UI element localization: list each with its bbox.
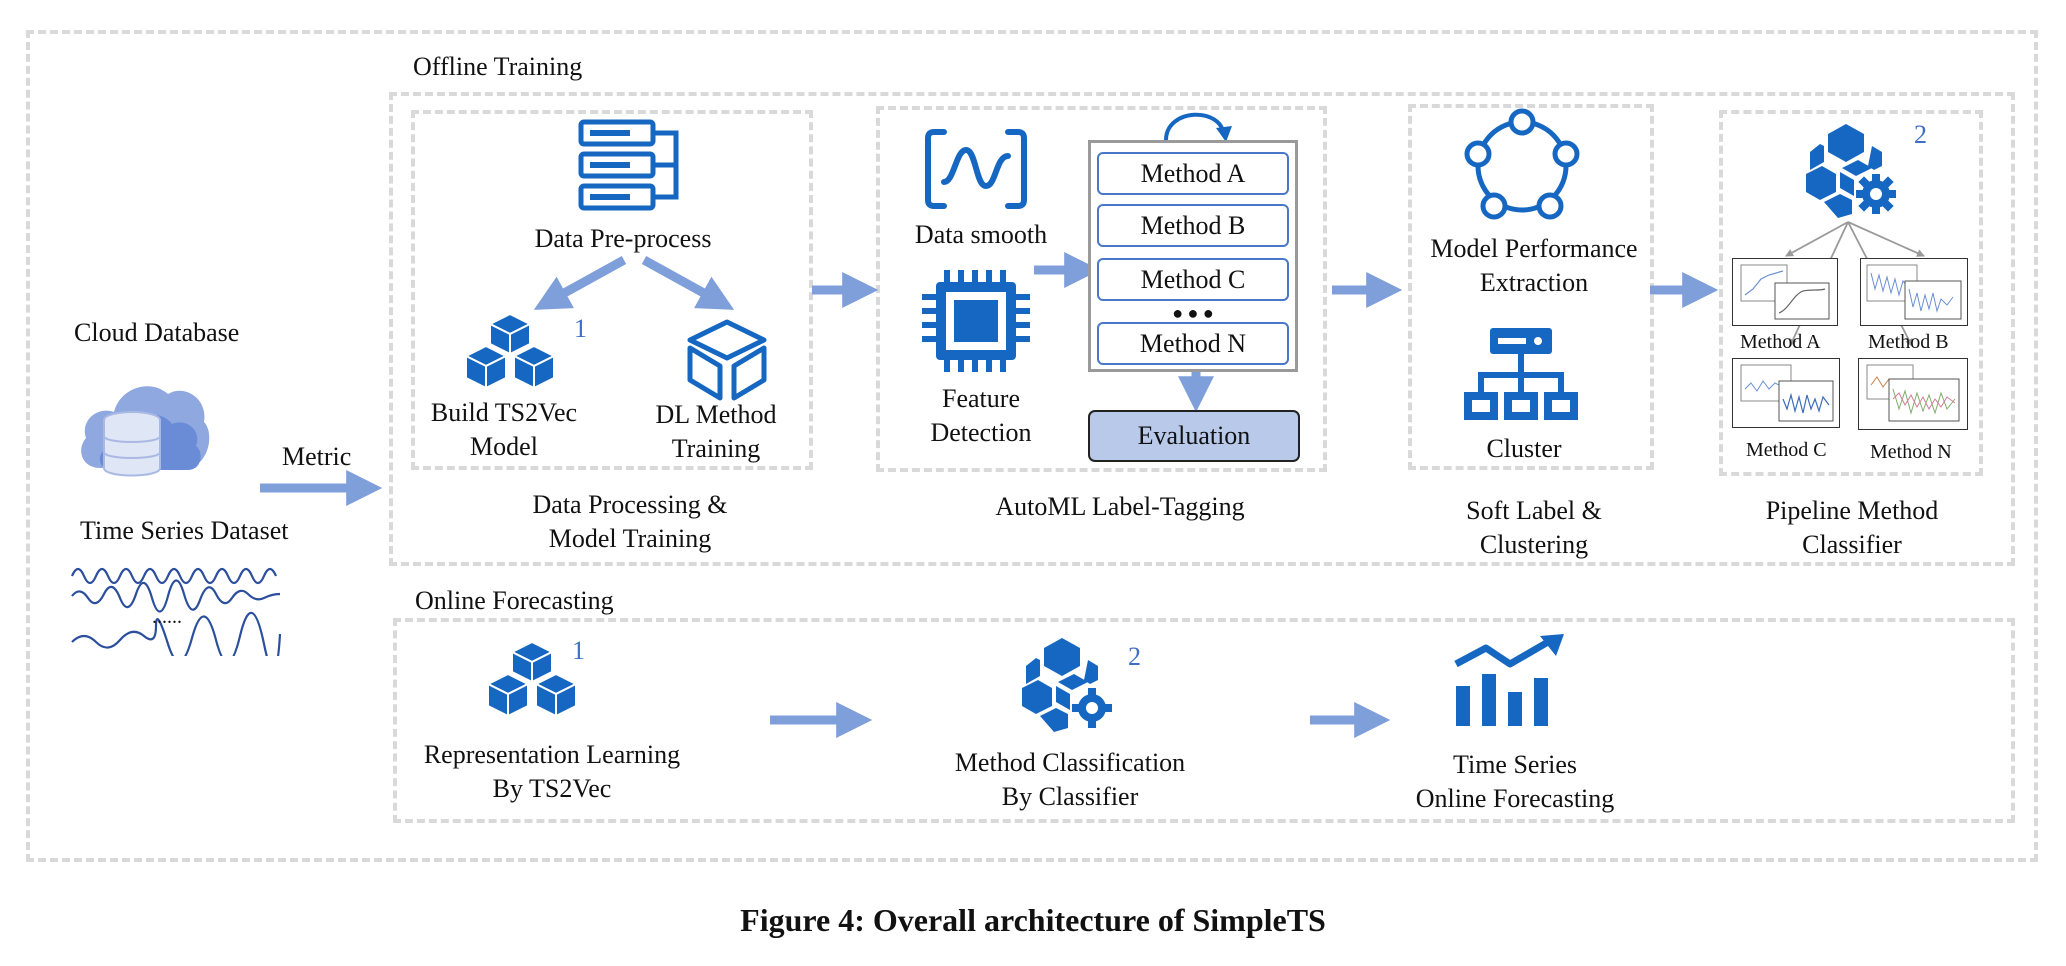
build-ts2vec-line2: Model <box>470 432 538 461</box>
time-series-forecast-line1: Time Series <box>1453 750 1577 779</box>
online-step1-number: 1 <box>572 636 585 665</box>
data-preprocess-label: Data Pre-process <box>534 224 712 253</box>
server-stack-icon <box>578 119 679 211</box>
classifier-cube-gear-icon <box>1806 124 1896 218</box>
build-ts2vec-line1: Build TS2Vec <box>430 398 578 427</box>
online-classifier-icon <box>1022 638 1112 732</box>
method-b-box: Method B <box>1097 204 1289 247</box>
method-classification-line2: By Classifier <box>1001 782 1139 811</box>
feature-detection-line1: Feature <box>942 384 1020 413</box>
feature-detection-line2: Detection <box>930 418 1032 447</box>
metric-label: Metric <box>282 442 352 471</box>
methods-ellipsis: ● ● ● <box>1172 303 1214 323</box>
stage1-frame <box>411 110 813 470</box>
offline-training-title: Offline Training <box>413 52 583 81</box>
open-box-icon <box>687 319 767 401</box>
offline-training-frame <box>389 92 2015 566</box>
figure-caption: Figure 4: Overall architecture of Simple… <box>740 902 1326 938</box>
dl-method-line1: DL Method <box>655 400 777 429</box>
stage1-caption-line1: Data Processing & <box>532 490 728 519</box>
dl-method-line2: Training <box>671 434 761 463</box>
model-performance-line2: Extraction <box>1479 268 1589 297</box>
wave-icon <box>70 567 282 656</box>
thumb-label-method-c: Method C <box>1746 439 1827 461</box>
hierarchy-icon <box>1464 328 1578 420</box>
stage3-caption-line2: Clustering <box>1479 530 1589 559</box>
thumb-method-a <box>1732 258 1838 326</box>
representation-learning-line1: Representation Learning <box>423 740 681 769</box>
cluster-label: Cluster <box>1486 434 1562 463</box>
method-n-box: Method N <box>1097 322 1289 365</box>
online-forecasting-frame <box>393 618 2015 823</box>
data-smooth-label: Data smooth <box>914 220 1048 249</box>
network-ring-icon <box>1464 108 1580 220</box>
method-c-box: Method C <box>1097 258 1289 301</box>
online-cubes-icon <box>485 640 579 718</box>
method-a-box: Method A <box>1097 152 1289 195</box>
trend-chart-icon <box>1454 634 1564 726</box>
outer-frame <box>26 30 2038 862</box>
chip-icon <box>922 270 1030 372</box>
method-classification-line1: Method Classification <box>954 748 1186 777</box>
model-performance-line1: Model Performance <box>1430 234 1638 263</box>
evaluation-box: Evaluation <box>1088 410 1300 462</box>
stage4-caption-line2: Classifier <box>1802 530 1902 559</box>
online-forecasting-title: Online Forecasting <box>415 586 614 615</box>
time-series-forecast-line2: Online Forecasting <box>1415 784 1615 813</box>
stage3-caption-line1: Soft Label & <box>1466 496 1602 525</box>
stage4-number: 2 <box>1914 120 1927 149</box>
stage4-caption-line1: Pipeline Method <box>1765 496 1939 525</box>
thumb-method-b <box>1860 258 1968 326</box>
thumb-method-n <box>1858 358 1968 430</box>
cloud-database-label: Cloud Database <box>74 318 240 347</box>
wave-brackets-icon <box>925 129 1027 209</box>
stage1-caption-line2: Model Training <box>548 524 712 553</box>
representation-learning-line2: By TS2Vec <box>492 774 612 803</box>
stage4-frame <box>1719 110 1983 476</box>
stage2-caption: AutoML Label-Tagging <box>995 492 1245 521</box>
online-step2-number: 2 <box>1128 642 1141 671</box>
thumb-label-method-a: Method A <box>1740 331 1821 353</box>
cloud-database-icon <box>81 386 210 477</box>
thumb-label-method-n: Method N <box>1870 441 1952 463</box>
thumb-label-method-b: Method B <box>1868 331 1949 353</box>
stage1-number: 1 <box>574 314 587 343</box>
dataset-dots: ...... <box>152 606 182 628</box>
cubes-icon <box>463 312 557 390</box>
thumb-method-c <box>1732 358 1840 428</box>
time-series-dataset-label: Time Series Dataset <box>80 516 289 545</box>
